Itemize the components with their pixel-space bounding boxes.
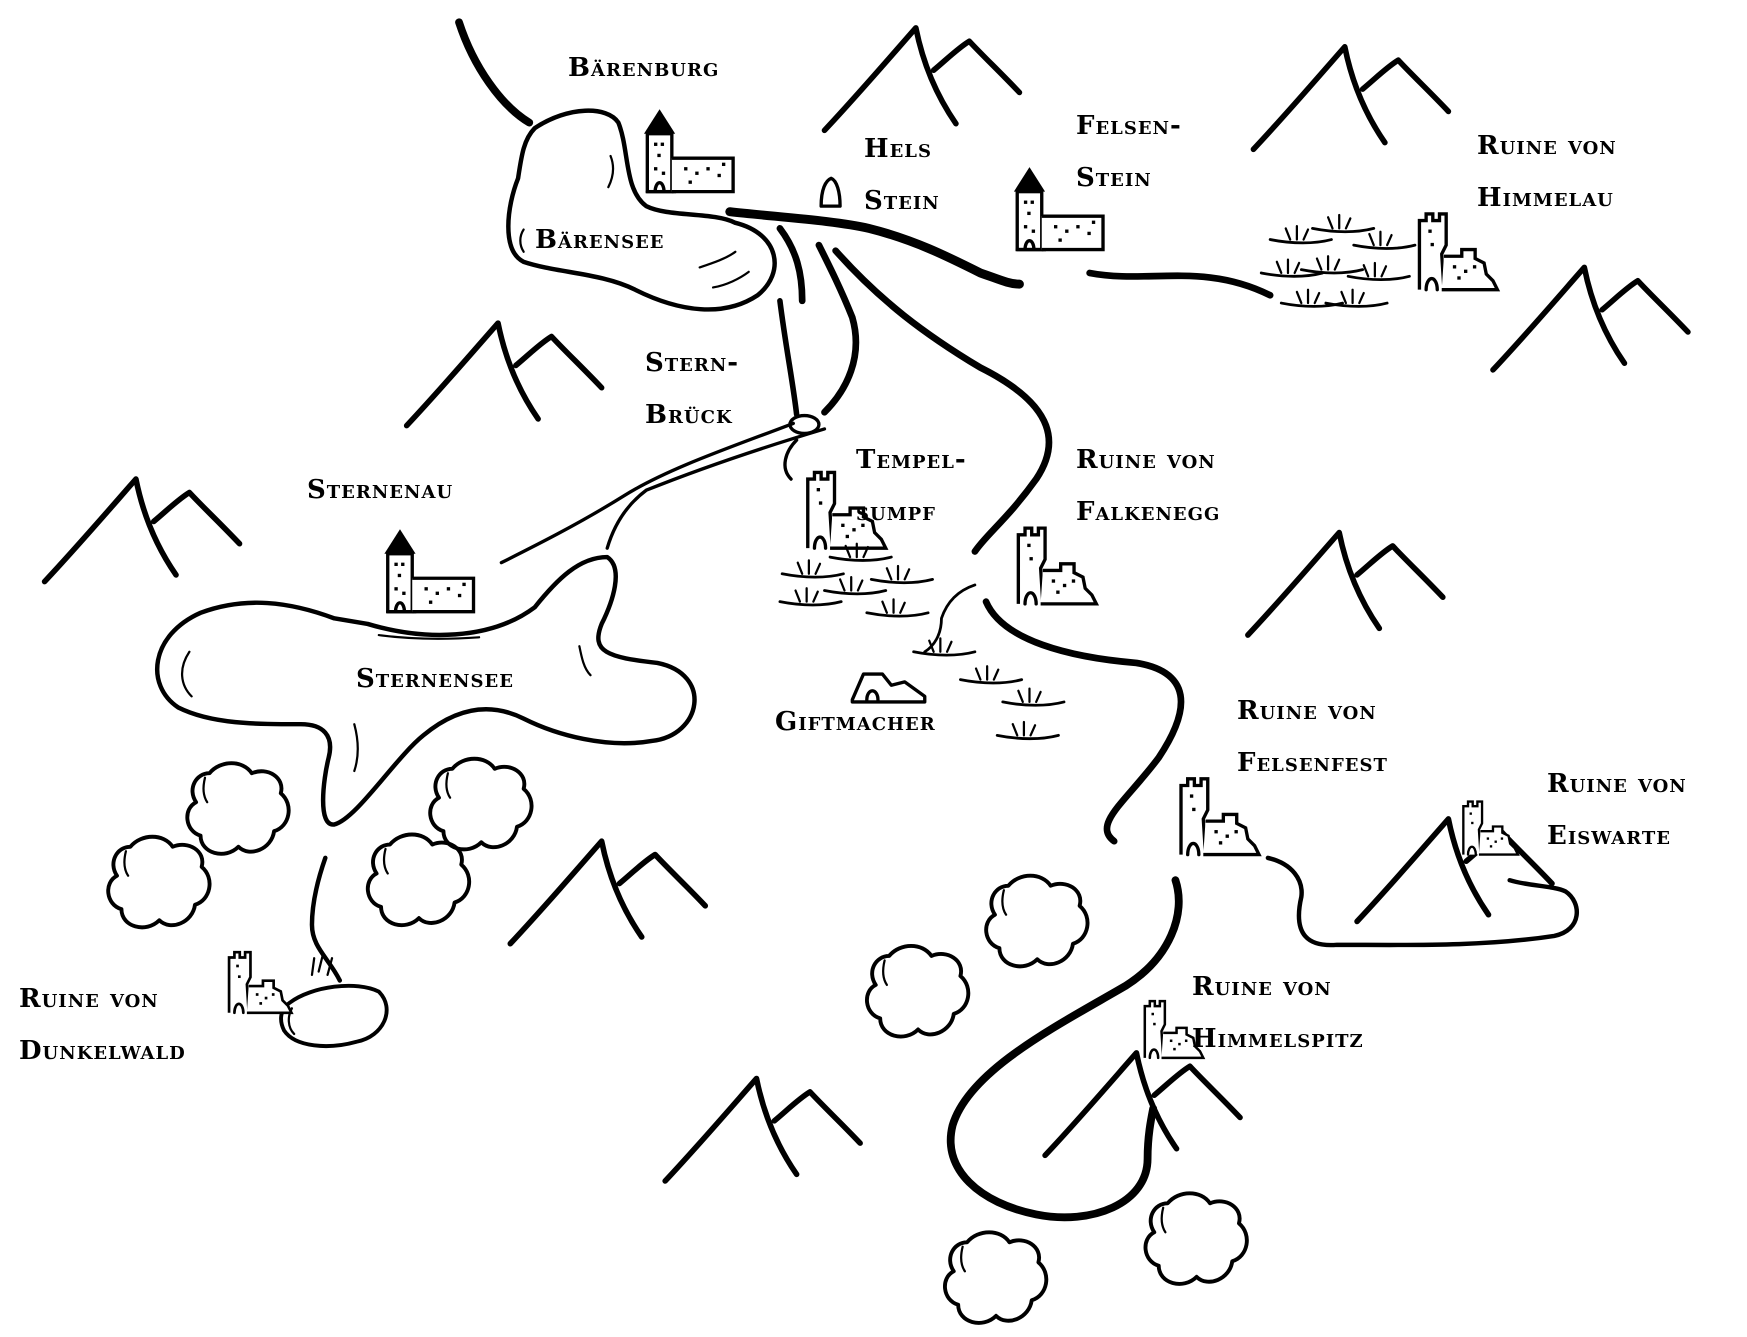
mountain-icon [1493,267,1688,370]
sternensee-lake [155,554,697,827]
ruin-icon [227,950,293,1015]
label-hels-stein: Hels Stein [864,134,940,216]
forest-icon [984,873,1090,969]
castle-icon [644,109,733,191]
ruin-icon [1179,777,1261,857]
forest-icon [185,761,291,856]
dunkelwald-lake [279,983,389,1048]
castle-icon [384,529,473,611]
mountain-icon [1253,47,1448,150]
label-ruine-himmelspitz: Ruine von Himmelspitz [1192,972,1364,1054]
label-sternenau: Sternenau [307,475,454,505]
ruin-icon [1417,212,1500,292]
label-ruine-eiswarte: Ruine von Eiswarte [1547,769,1687,851]
label-tempelsumpf: Tempel- sumpf [856,445,967,527]
river-lines [309,18,1580,1222]
label-sternensee: Sternensee [356,664,514,694]
mountain-icon [824,28,1019,131]
forest-icon [864,943,971,1039]
label-baerenburg: Bärenburg [568,53,720,83]
forest-icon [942,1230,1049,1325]
ruin-icon [1462,800,1520,856]
label-ruine-dunkelwald: Ruine von Dunkelwald [19,984,186,1066]
mountain-icon [1248,533,1443,636]
mountain-icon [1045,1053,1240,1156]
forest-icon [1143,1191,1249,1286]
mountain-icon [665,1079,860,1182]
mountain-icon [407,323,602,426]
swamp-reeds-himmelau [1259,213,1417,308]
hels-stein-icon [819,176,842,208]
mountain-icon [45,479,240,582]
forest-icon [365,832,472,928]
label-felsenstein: Felsen- Stein [1076,111,1182,193]
label-ruine-falkenegg: Ruine von Falkenegg [1076,445,1221,527]
label-sternbrueck: Stern- Brück [645,348,740,430]
mountain-icon [1357,819,1552,922]
label-baerensee: Bärensee [535,225,665,255]
ruin-icon [1016,526,1099,606]
label-ruine-felsenfest: Ruine von Felsenfest [1237,696,1388,778]
giftmacher-hut-icon [850,672,927,704]
baerensee-lake [506,108,777,312]
mountain-icon [510,841,705,944]
forest-icon [428,756,534,852]
label-giftmacher: Giftmacher [775,707,936,737]
bridge-icon [788,413,821,436]
forest-icon [106,834,212,930]
label-ruine-himmelau: Ruine von Himmelau [1477,131,1617,213]
